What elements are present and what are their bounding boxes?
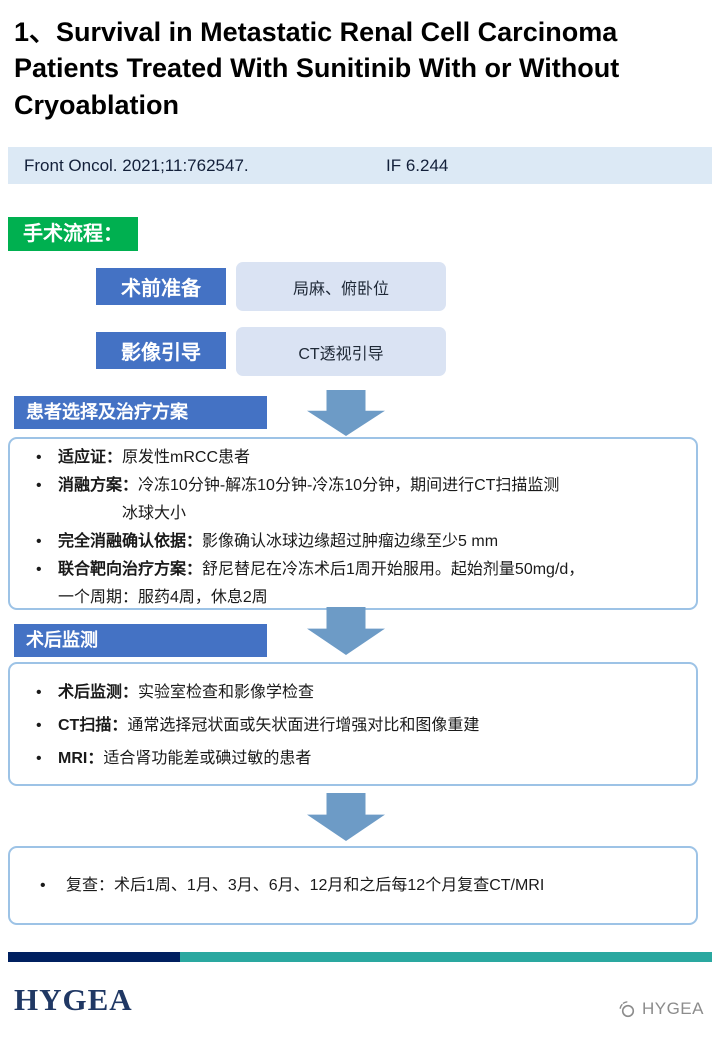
bullet-text: 适合肾功能差或碘过敏的患者 [103,750,312,767]
bullet-text: 冷冻10分钟-解冻10分钟-冷冻10分钟，期间进行CT扫描监测 冰球大小 [122,477,560,522]
bullet-lead: CT扫描： [58,717,128,734]
citation-text: Front Oncol. 2021;11:762547. [24,155,249,175]
down-arrow-icon [307,607,385,655]
down-arrow-icon [307,390,385,436]
watermark-icon [617,999,637,1019]
watermark-text: HYGEA [641,999,704,1018]
bullet-lead: 消融方案： [58,477,139,494]
step-badge-preop: 术前准备 [96,268,226,305]
bullet-followup: 复查：术后1周、1月、3月、6月、12月和之后每12个月复查CT/MRI [10,874,696,898]
bullet-text: 原发性mRCC患者 [122,449,251,466]
step-detail-imaging: CT透视引导 [236,327,446,376]
citation-bar: Front Oncol. 2021;11:762547. IF 6.244 [8,147,712,184]
section-header-patient-selection: 患者选择及治疗方案 [14,396,267,429]
impact-factor-text: IF 6.244 [386,155,449,175]
bullet-lead: 术后监测： [58,684,139,701]
bullet-lead: MRI： [58,750,104,767]
followup-box: 复查：术后1周、1月、3月、6月、12月和之后每12个月复查CT/MRI [8,846,698,925]
hygea-logo: HYGEA [14,982,133,1017]
bullet-lead: 适应证： [58,449,123,466]
bullet-text: 实验室检查和影像学检查 [138,684,315,701]
step-badge-imaging: 影像引导 [96,332,226,369]
bullet-text: 通常选择冠状面或矢状面进行增强对比和图像重建 [127,717,480,734]
bullet-text: 术后1周、1月、3月、6月、12月和之后每12个月复查CT/MRI [114,876,545,894]
bullet-indication: 适应证：原发性mRCC患者 [22,444,678,472]
section-header-postop-monitoring: 术后监测 [14,624,267,657]
treatment-plan-box: 适应证：原发性mRCC患者 消融方案：冷冻10分钟-解冻10分钟-冷冻10分钟，… [8,437,698,610]
footer-bar-teal [180,952,712,962]
bullet-mri: MRI：适合肾功能差或碘过敏的患者 [22,742,678,775]
bullet-text: 影像确认冰球边缘超过肿瘤边缘至少5 mm [202,533,499,550]
bullet-targeted-therapy: 联合靶向治疗方案：舒尼替尼在冷冻术后1周开始服用。起始剂量50mg/d， 一个周… [22,556,678,612]
slide-title: 1、Survival in Metastatic Renal Cell Carc… [14,17,620,120]
bullet-ct-scan: CT扫描：通常选择冠状面或矢状面进行增强对比和图像重建 [22,709,678,742]
postop-monitoring-box: 术后监测：实验室检查和影像学检查 CT扫描：通常选择冠状面或矢状面进行增强对比和… [8,662,698,786]
bullet-complete-ablation: 完全消融确认依据：影像确认冰球边缘超过肿瘤边缘至少5 mm [22,528,678,556]
watermark: HYGEA [617,999,704,1019]
bullet-ablation-protocol: 消融方案：冷冻10分钟-解冻10分钟-冷冻10分钟，期间进行CT扫描监测 冰球大… [22,472,678,528]
bullet-postop-monitoring: 术后监测：实验室检查和影像学检查 [22,676,678,709]
bullet-lead: 完全消融确认依据： [58,533,203,550]
down-arrow-icon [307,793,385,841]
bullet-text: 舒尼替尼在冷冻术后1周开始服用。起始剂量50mg/d， 一个周期：服药4周，休息… [58,561,585,606]
bullet-lead: 复查： [66,876,115,894]
surgery-flow-badge: 手术流程： [8,217,138,251]
step-detail-preop: 局麻、俯卧位 [236,262,446,311]
footer-bar-navy [8,952,180,962]
bullet-lead: 联合靶向治疗方案： [58,561,203,578]
